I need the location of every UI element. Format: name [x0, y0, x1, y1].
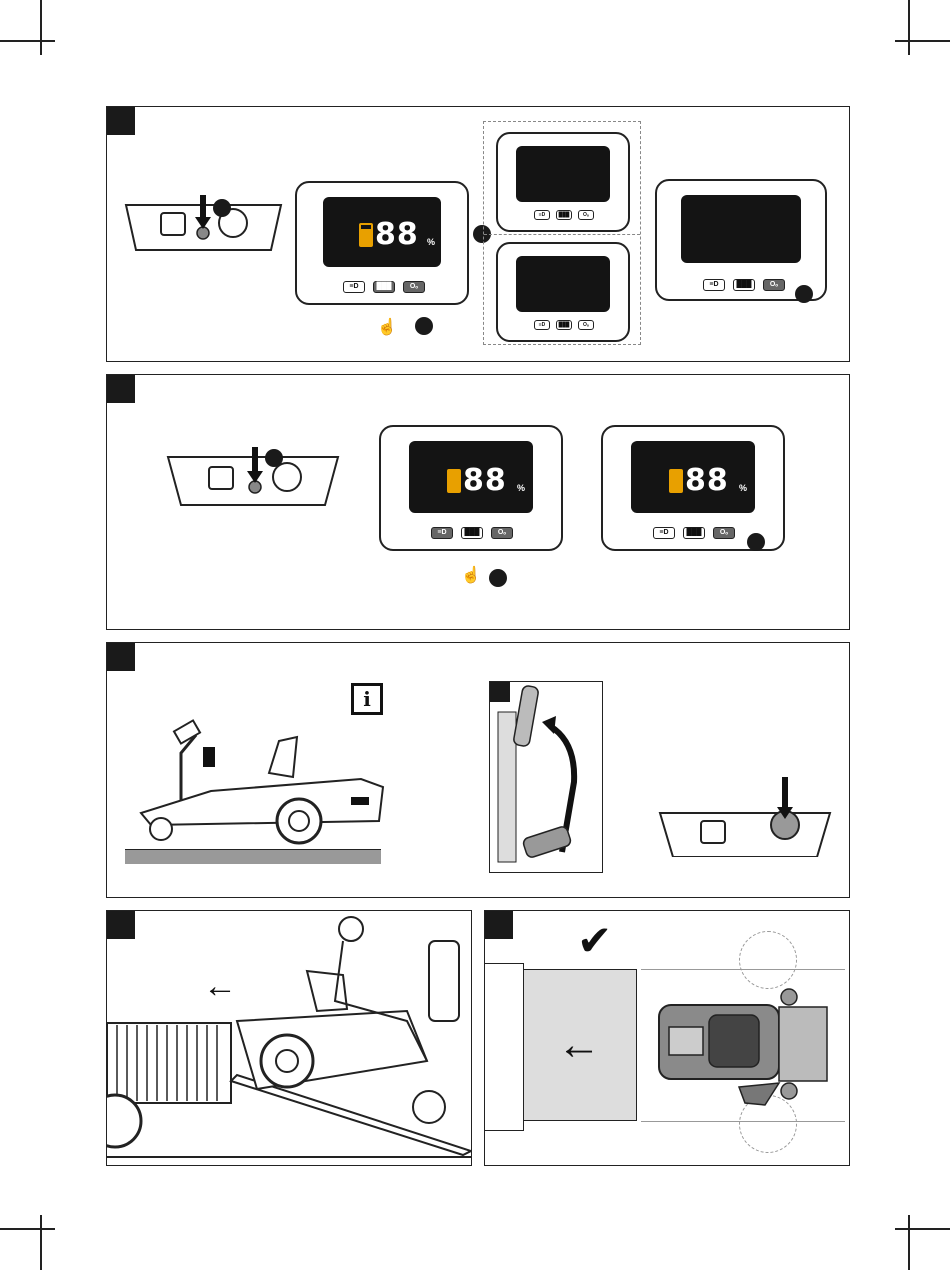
- panel-parking-position: ✔ ←: [484, 910, 850, 1166]
- mower-side-illustration: [121, 713, 391, 863]
- callout-dot: [415, 317, 433, 335]
- panel-parking: i: [106, 642, 850, 898]
- dashed-group: ≡D ███ Oₒ ≡D ███ Oₒ: [483, 121, 641, 345]
- crop-mark-br-h: [895, 1228, 950, 1230]
- mode-button[interactable]: ███: [556, 210, 572, 220]
- key-button[interactable]: Oₒ: [713, 527, 735, 539]
- display-digits: 88: [463, 463, 507, 498]
- callout-dot: [265, 449, 283, 467]
- key-button[interactable]: Oₒ: [763, 279, 785, 291]
- direction-arrow: ←: [557, 1023, 601, 1067]
- lever-photo: [489, 681, 603, 873]
- battery-icon: [447, 469, 461, 493]
- crop-mark-bl-v: [40, 1215, 42, 1270]
- wheel-zone-top: [739, 931, 797, 989]
- mode-button[interactable]: ███: [556, 320, 572, 330]
- step-tag: [107, 107, 135, 135]
- display-unit: 88 % ≡D ███ Oₒ: [295, 181, 469, 305]
- battery-icon: [359, 223, 373, 247]
- light-button[interactable]: ≡D: [534, 320, 550, 330]
- light-button[interactable]: ≡D: [703, 279, 725, 291]
- callout-dot: [747, 533, 765, 551]
- dashed-divider: [484, 234, 640, 235]
- display-screen: [516, 256, 610, 312]
- crop-mark-tr-v: [908, 0, 910, 55]
- callout-dot: [489, 569, 507, 587]
- control-plate-illustration: [163, 447, 343, 517]
- mode-button[interactable]: ███: [733, 279, 755, 291]
- key-button[interactable]: Oₒ: [403, 281, 425, 293]
- light-button[interactable]: ≡D: [534, 210, 550, 220]
- crop-mark-bl-h: [0, 1228, 55, 1230]
- display-screen: [681, 195, 801, 263]
- display-screen: [516, 146, 610, 202]
- key-button[interactable]: Oₒ: [491, 527, 513, 539]
- crop-mark-tr-h: [895, 40, 950, 42]
- step-tag: [107, 375, 135, 403]
- panel-power-on: 88 % ≡D ███ Oₒ ☝ ≡D ███ Oₒ ≡D ███ Oₒ ≡D …: [106, 106, 850, 362]
- display-digits: 88: [375, 217, 419, 252]
- battery-icon: [669, 469, 683, 493]
- display-unit-small: ≡D ███ Oₒ: [496, 132, 630, 232]
- ground-bar: [125, 849, 381, 864]
- control-plate-illustration: [121, 195, 286, 265]
- light-button[interactable]: ≡D: [431, 527, 453, 539]
- mode-button[interactable]: ███: [461, 527, 483, 539]
- step-tag: [485, 911, 513, 939]
- crop-mark-tl-v: [40, 0, 42, 55]
- lever-arrow-illustration: [490, 682, 602, 872]
- crop-mark-tl-h: [0, 40, 55, 42]
- trailer-ramp-illustration: [107, 911, 471, 1165]
- display-percent: %: [517, 483, 525, 493]
- hand-pointer-icon: ☝: [461, 565, 481, 585]
- check-icon: ✔: [577, 917, 612, 965]
- display-screen: 88 %: [409, 441, 533, 513]
- display-screen: 88 %: [323, 197, 441, 267]
- step-tag: [107, 643, 135, 671]
- panel-power-off: 88 % ≡D ███ Oₒ ☝ 88 % ≡D ███ Oₒ: [106, 374, 850, 630]
- trailer-bed: [484, 963, 524, 1131]
- display-unit: ≡D ███ Oₒ: [655, 179, 827, 301]
- display-screen: 88 %: [631, 441, 755, 513]
- callout-dot: [213, 199, 231, 217]
- display-percent: %: [739, 483, 747, 493]
- mower-top-illustration: [649, 987, 839, 1107]
- mode-button[interactable]: ███: [373, 281, 395, 293]
- callout-dot: [795, 285, 813, 303]
- display-digits: 88: [685, 463, 729, 498]
- display-percent: %: [427, 237, 435, 247]
- display-unit: 88 % ≡D ███ Oₒ: [601, 425, 785, 551]
- mode-button[interactable]: ███: [683, 527, 705, 539]
- display-unit-small: ≡D ███ Oₒ: [496, 242, 630, 342]
- hand-pointer-icon: ☝: [377, 317, 397, 337]
- panel-loading-ramp: ←: [106, 910, 472, 1166]
- crop-mark-br-v: [908, 1215, 910, 1270]
- light-button[interactable]: ≡D: [343, 281, 365, 293]
- key-button[interactable]: Oₒ: [578, 210, 594, 220]
- key-button[interactable]: Oₒ: [578, 320, 594, 330]
- display-unit: 88 % ≡D ███ Oₒ: [379, 425, 563, 551]
- control-plate-illustration: [655, 777, 835, 857]
- light-button[interactable]: ≡D: [653, 527, 675, 539]
- info-icon: i: [351, 683, 383, 715]
